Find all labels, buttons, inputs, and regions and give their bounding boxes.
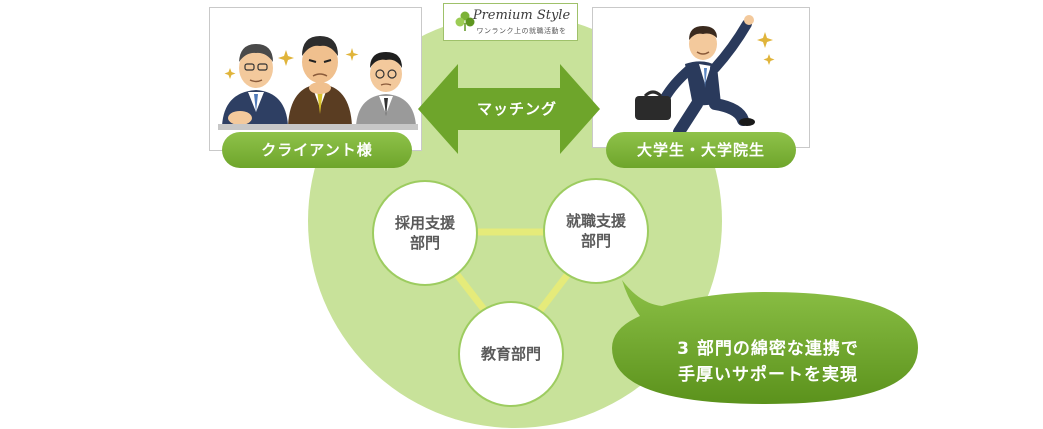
jubilant-student-illustration [635,15,775,140]
speech-bubble [612,280,918,404]
logo-subtitle: ワンランク上の就職活動を [476,27,567,35]
dept-recruitment-line2: 部門 [409,234,440,252]
bubble-line2: 手厚いサポートを実現 [678,365,858,385]
dept-jobhunting-line1: 就職支援 [565,212,626,230]
three-businessmen-illustration [218,36,418,130]
dept-recruitment-line1: 採用支援 [394,214,455,232]
client-illustration-frame [209,7,422,151]
premium-style-logo: Premium Style ワンランク上の就職活動を [443,3,578,41]
client-label-pill: クライアント様 [222,132,412,168]
logo-title: Premium Style [472,8,571,23]
dept-education-line1: 教育部門 [480,345,541,363]
businessman-center [288,36,352,126]
student-label-pill: 大学生・大学院生 [606,132,796,168]
businessman-right [356,52,416,126]
connector-right [536,271,571,315]
student-illustration-frame [592,7,810,148]
dept-education: 教育部門 [458,301,564,407]
clover-leaf-icon [455,11,475,31]
matching-double-arrow [418,64,600,154]
dept-recruitment-support: 採用支援 部門 [372,180,478,286]
bubble-text: 3 部門の綿密な連携で 手厚いサポートを実現 [618,336,918,388]
matching-label: マッチング [476,100,557,118]
dept-jobhunting-line2: 部門 [580,232,611,250]
dept-job-hunting-support: 就職支援 部門 [543,178,649,284]
connector-left [452,269,489,315]
bubble-line1: 3 部門の綿密な連携で [677,339,859,359]
businessman-left [222,44,288,126]
